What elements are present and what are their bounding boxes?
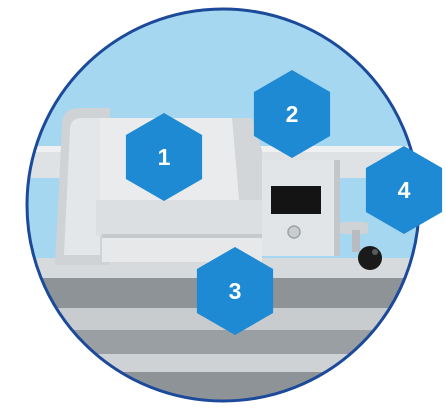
machine-main-body bbox=[96, 200, 266, 236]
counter-band-light-2 bbox=[0, 354, 446, 372]
lever-arm bbox=[352, 230, 360, 252]
callout-2-label: 2 bbox=[286, 101, 299, 127]
counter-band-dark-2 bbox=[0, 330, 446, 354]
control-panel-edge bbox=[334, 160, 340, 256]
machine-output-slot-line bbox=[102, 234, 262, 238]
display-screen bbox=[271, 186, 321, 214]
callout-3-label: 3 bbox=[229, 278, 242, 304]
knob bbox=[358, 246, 382, 270]
counter-band-dark-3 bbox=[0, 372, 446, 411]
knob-highlight bbox=[372, 249, 378, 255]
callout-1-label: 1 bbox=[158, 144, 171, 170]
control-button bbox=[288, 226, 300, 238]
callout-4-label: 4 bbox=[398, 177, 411, 203]
